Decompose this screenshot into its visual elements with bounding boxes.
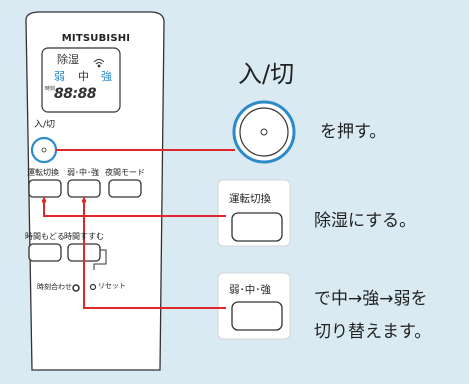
- leader-lines: [43, 149, 235, 309]
- timer-back-button[interactable]: [29, 244, 61, 261]
- fan-callout-label: 弱･中･強: [229, 284, 271, 296]
- lcd-fan-strong: 強: [101, 70, 112, 83]
- timer-back-label: 時間もどる: [25, 232, 65, 241]
- signal-icon: [93, 59, 105, 68]
- mode-button[interactable]: [29, 180, 61, 197]
- night-button-shape: [108, 179, 142, 198]
- lcd-fan-mid: 中: [78, 70, 89, 83]
- night-button-label: 夜間モード: [105, 168, 145, 177]
- fan-leader: [83, 197, 226, 309]
- brand-logo-text: MITSUBISHI: [61, 33, 131, 44]
- mode-callout-button: [231, 212, 283, 242]
- lcd-fan-weak: 弱: [54, 70, 65, 83]
- mode-button-label: 運転切換: [27, 168, 59, 177]
- power-instruction: を押す。: [320, 122, 387, 142]
- reset-button[interactable]: [90, 284, 97, 291]
- fan-button[interactable]: [68, 180, 100, 197]
- fan-button-label: 弱･中･強: [67, 168, 99, 177]
- power-button-label: 入/切: [34, 120, 56, 130]
- clock-set-label: 時刻合わせ: [37, 283, 72, 291]
- lcd-panel: [41, 47, 121, 113]
- lcd-clock-label: 時刻: [45, 86, 56, 92]
- power-callout-inner: [239, 107, 289, 157]
- mode-callout-label: 運転切換: [229, 193, 271, 205]
- mode-leader: [43, 197, 226, 217]
- mode-instruction: 除湿にする。: [314, 211, 417, 231]
- clock-set-button[interactable]: [72, 284, 80, 292]
- night-button[interactable]: [109, 180, 141, 197]
- clock-set-dot: [72, 284, 80, 292]
- reset-dot: [89, 283, 97, 291]
- fan-instruction-line1: で中→強→弱を: [314, 289, 428, 309]
- power-callout-title: 入/切: [238, 60, 295, 88]
- lcd-mode-text: 除湿: [57, 53, 79, 66]
- fan-instruction-line2: 切り替えます。: [314, 322, 432, 342]
- reset-label: リセット: [98, 282, 126, 290]
- lcd-time: 88:88: [54, 86, 97, 102]
- timer-fwd-label: 時間すすむ: [64, 232, 104, 241]
- leader-dots: [41, 198, 87, 204]
- timer-bracket: [93, 249, 107, 270]
- fan-callout-button: [231, 301, 283, 331]
- timer-fwd-button[interactable]: [68, 244, 100, 261]
- power-button[interactable]: [32, 138, 56, 162]
- timer-back-button-shape: [28, 243, 62, 262]
